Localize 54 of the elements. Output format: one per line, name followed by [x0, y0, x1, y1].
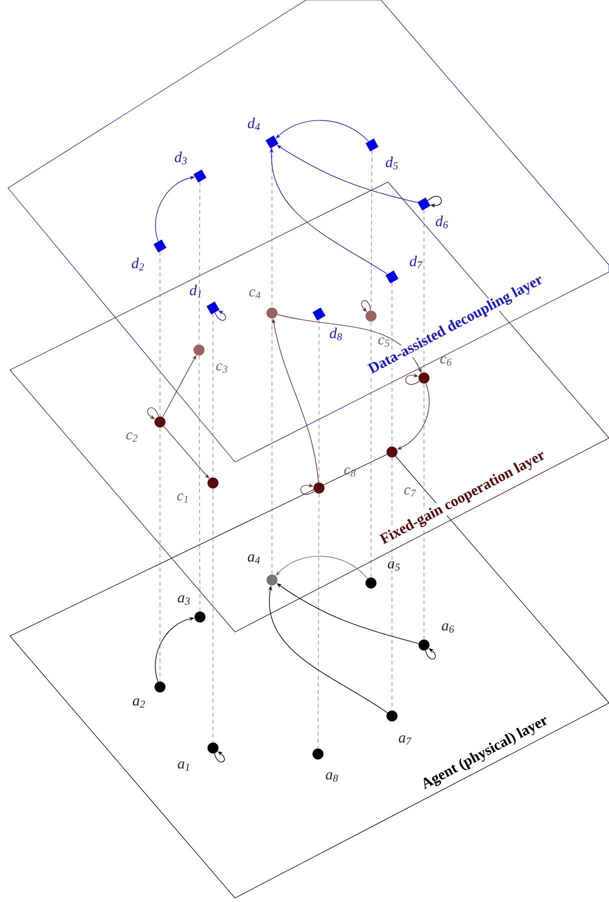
dashed-line — [370, 321, 372, 578]
node-label: c$_{4}$ — [249, 289, 260, 299]
dot — [418, 640, 430, 650]
node-label: c$_{1}$ — [177, 493, 188, 503]
node-label: c$_{8}$ — [344, 467, 356, 477]
node-label: a$_{7}$ — [398, 735, 412, 745]
dashed-line — [198, 182, 200, 345]
node-label: d$_{3}$ — [174, 152, 187, 164]
dot — [208, 478, 218, 488]
dot — [366, 578, 376, 588]
node-label: d$_{2}$ — [132, 258, 144, 270]
node-label: d$_{5}$ — [386, 156, 398, 170]
dot — [314, 482, 324, 494]
dashed-line — [198, 355, 200, 612]
node-label: a$_{5}$ — [388, 561, 400, 571]
dashed-line — [318, 493, 320, 749]
node-label: a$_{2}$ — [132, 698, 145, 708]
dot — [312, 748, 324, 760]
node-label: a$_{1}$ — [178, 761, 189, 771]
loop-arrow — [361, 300, 371, 312]
loop-arrow — [147, 407, 159, 420]
node-label: d$_{7}$ — [410, 256, 422, 268]
dashed-line — [212, 488, 214, 743]
dot — [386, 710, 398, 722]
loop-arrow — [214, 751, 225, 762]
loop-arrow — [425, 648, 436, 660]
loop-arrow — [300, 483, 315, 495]
dot — [154, 682, 166, 692]
dot — [386, 446, 398, 458]
loop-arrow — [214, 310, 226, 321]
dashed-line — [370, 150, 372, 311]
node-label: d$_{6}$ — [436, 216, 448, 228]
node-label: c$_{3}$ — [216, 363, 228, 373]
node-label: d$_{8}$ — [330, 328, 342, 340]
dot — [154, 416, 166, 428]
dot — [194, 344, 204, 356]
dot — [266, 574, 278, 586]
node-label: c$_{2}$ — [126, 432, 138, 442]
dot — [266, 308, 278, 318]
node-label: a$_{8}$ — [326, 772, 338, 782]
node-label: a$_{3}$ — [178, 595, 190, 605]
dot — [194, 612, 206, 622]
dot — [208, 742, 218, 754]
node-label: d$_{4}$ — [248, 118, 260, 130]
loop-arrow — [427, 196, 442, 208]
dashed-line — [318, 319, 320, 483]
node-label: d$_{1}$ — [190, 284, 201, 298]
dot — [366, 310, 376, 322]
dot — [418, 372, 430, 384]
loop-arrow — [405, 373, 420, 385]
node-label: a$_{6}$ — [442, 623, 454, 633]
node-label: c$_{7}$ — [404, 487, 416, 497]
node-label: a$_{4}$ — [248, 554, 260, 564]
dashed-line — [212, 313, 214, 478]
